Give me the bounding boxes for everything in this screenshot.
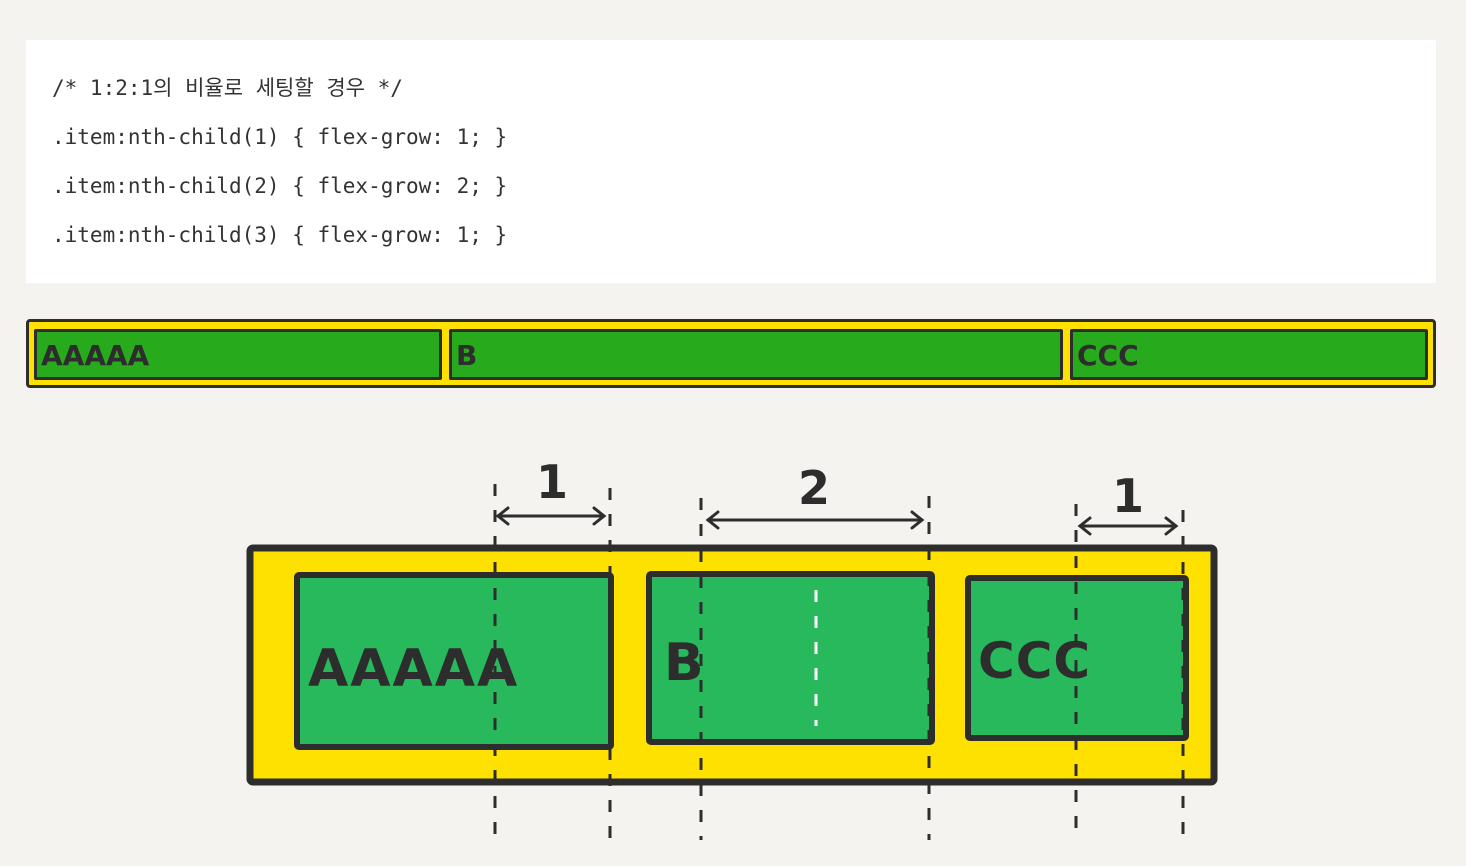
dashed-guide-lines <box>493 484 1185 840</box>
sketch-item-b-label: B <box>664 633 704 693</box>
sketch-item-b <box>646 571 935 745</box>
ratio-label-1: 1 <box>536 455 568 509</box>
flex-demo-item-b: B <box>449 329 1063 380</box>
ratio-arrow-2 <box>705 510 925 530</box>
flex-demo-item-a: AAAAA <box>34 329 442 380</box>
code-comment-line: /* 1:2:1의 비율로 세팅할 경우 */ <box>52 76 403 100</box>
ratio-label-3: 1 <box>1112 469 1144 523</box>
flex-demo-item-c: CCC <box>1070 329 1428 380</box>
sketch-item-a-label: AAAAA <box>308 639 519 699</box>
flex-demo-container: AAAAA B CCC <box>26 319 1436 388</box>
flex-grow-ratio-illustration: 1 2 1 AAAAA B CCC <box>246 455 1218 840</box>
code-line-item-2: .item:nth-child(2) { flex-grow: 2; } <box>52 174 508 198</box>
code-line-item-1: .item:nth-child(1) { flex-grow: 1; } <box>52 125 508 149</box>
ratio-label-2: 2 <box>798 461 830 515</box>
ratio-arrow-3 <box>1077 516 1179 536</box>
code-line-item-3: .item:nth-child(3) { flex-grow: 1; } <box>52 223 508 247</box>
code-block: /* 1:2:1의 비율로 세팅할 경우 */ .item:nth-child(… <box>26 40 1436 283</box>
sketch-item-c-label: CCC <box>978 632 1091 690</box>
ratio-arrow-1 <box>495 506 607 526</box>
sketch-item-a <box>294 572 614 750</box>
